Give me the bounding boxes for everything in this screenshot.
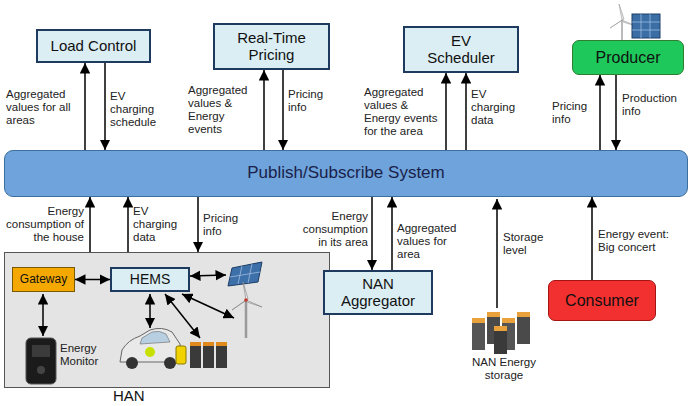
process-box: HEMS: [110, 267, 190, 292]
edge-label: Aggregated values & Energy events: [188, 84, 258, 136]
connector-arrow: [263, 70, 265, 150]
process-box: EV Scheduler: [403, 26, 519, 73]
node-title: Consumer: [565, 292, 639, 310]
node-title: Gateway: [20, 273, 67, 286]
edge-label: EV charging data: [133, 205, 188, 244]
edge-label: Pricing info: [203, 212, 247, 238]
edge-label: Aggregated values & Energy events for th…: [364, 86, 444, 138]
connector-arrow: [391, 197, 393, 270]
connector-arrow: [127, 197, 129, 252]
connector-arrow: [371, 197, 373, 270]
connector-arrow: [591, 197, 593, 280]
device-links: [43, 199, 497, 338]
connector-arrow: [84, 63, 86, 150]
gateway-box: Gateway: [12, 267, 75, 292]
edge-label: Energy event: Big concert: [598, 228, 688, 254]
battery-pack: [190, 342, 227, 368]
connector-arrow: [89, 197, 91, 252]
process-box: Real-Time Pricing: [213, 23, 330, 70]
node-title: Real-Time Pricing: [222, 30, 322, 63]
nan-storage: [472, 312, 530, 354]
producer-icon: [610, 4, 660, 40]
node-title: HEMS: [130, 272, 170, 287]
connector-arrow: [282, 70, 284, 150]
edge-label: Energy consumption in its area: [300, 210, 368, 249]
edge-label: EV charging data: [471, 88, 521, 127]
edge-label: EV charging schedule: [110, 90, 162, 129]
edge-label: Aggregated values for all areas: [6, 88, 82, 127]
process-box: Load Control: [36, 29, 151, 63]
connector-arrow: [104, 63, 106, 150]
edge-label: Energy consumption of the house: [2, 205, 84, 244]
connector-arrow: [445, 73, 447, 150]
connector-arrow: [465, 73, 467, 150]
device-label: NAN Energy storage: [462, 356, 546, 382]
area-box: HANGatewayHEMS: [4, 252, 330, 388]
connector-arrow: [75, 279, 110, 281]
node-title: Load Control: [51, 38, 137, 55]
consumer-box: Consumer: [548, 280, 656, 321]
connector-arrow: [599, 75, 601, 150]
edge-label: Aggregated values for area: [397, 222, 463, 261]
node-title: Producer: [596, 49, 661, 67]
node-title: EV Scheduler: [421, 33, 501, 66]
producer-box: Producer: [572, 40, 684, 75]
process-box: NAN Aggregator: [323, 270, 433, 315]
energy-monitor-device: [26, 338, 56, 384]
device-label: Energy Monitor: [60, 342, 110, 368]
edge-label: Production info: [622, 92, 692, 118]
wind-turbine: [232, 282, 262, 338]
electric-car: [120, 328, 186, 369]
edge-label: Pricing info: [552, 100, 596, 126]
node-title: NAN Aggregator: [333, 276, 423, 309]
connector-arrow: [197, 197, 199, 252]
solar-panel: [228, 262, 262, 286]
connector-arrow: [615, 75, 617, 150]
storage-label: Storage level: [503, 231, 547, 257]
node-title: Publish/Subscribe System: [247, 164, 444, 183]
area-heading: HAN: [113, 388, 145, 405]
edge-label: Pricing info: [288, 88, 332, 114]
bus-band: Publish/Subscribe System: [4, 150, 688, 197]
